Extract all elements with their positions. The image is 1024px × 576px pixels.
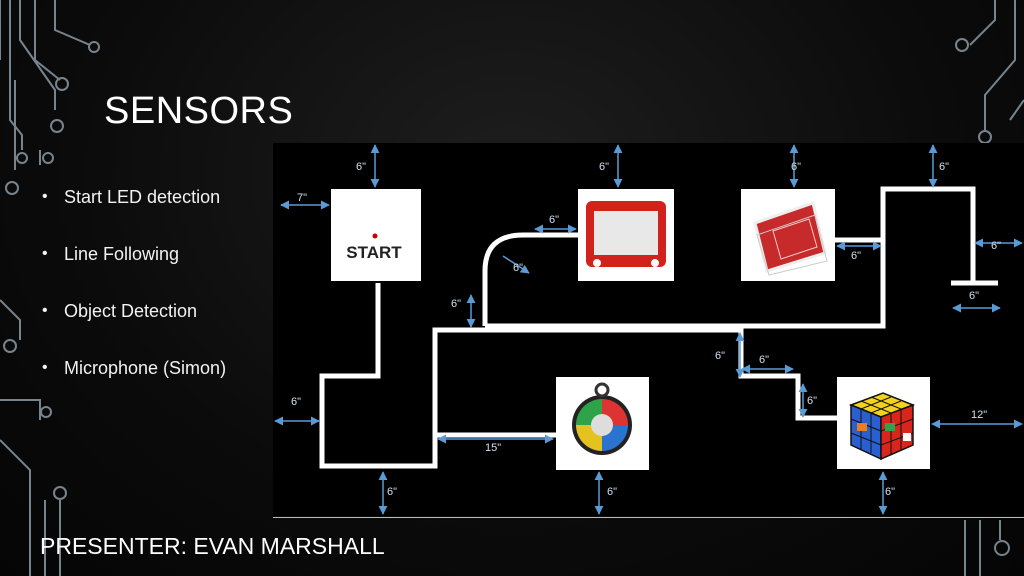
bullet-dot: • <box>42 188 48 205</box>
dimension-arrows <box>274 144 1023 515</box>
dim-label: 6" <box>356 161 366 173</box>
start-box: START <box>331 189 421 281</box>
bullet-dot: • <box>42 359 48 376</box>
bullet-dot: • <box>42 302 48 319</box>
course-map: START <box>273 143 1024 516</box>
bullet-list: • Start LED detection • Line Following • Ob… <box>42 186 226 414</box>
etch-a-sketch-station <box>578 189 674 281</box>
rubiks-cube-icon <box>848 392 916 461</box>
playing-cards-icon <box>753 201 828 276</box>
dim-label: 6" <box>969 290 979 302</box>
presenter-name: PRESENTER: EVAN MARSHALL <box>40 533 385 559</box>
dim-label: 7" <box>297 192 307 204</box>
curve-radius-arrow <box>502 255 530 274</box>
dim-label: 6" <box>851 250 861 262</box>
dim-label: 6" <box>387 486 397 498</box>
dim-label: 6" <box>807 395 817 407</box>
bullet-item: • Object Detection <box>42 300 226 357</box>
dim-label: 6" <box>991 240 1001 252</box>
dim-label: 6" <box>791 161 801 173</box>
dim-label: 6" <box>715 350 725 362</box>
dim-label: 15" <box>485 442 501 454</box>
dim-label: 12" <box>971 409 987 421</box>
dim-label: 6" <box>549 214 559 226</box>
bullet-item: • Microphone (Simon) <box>42 357 226 414</box>
dim-label: 6" <box>451 298 461 310</box>
dim-label: 6" <box>939 161 949 173</box>
etch-a-sketch-icon <box>586 201 666 267</box>
simon-game-icon <box>572 382 632 455</box>
bullet-item: • Start LED detection <box>42 186 226 243</box>
cards-station <box>741 189 835 281</box>
bullet-text: Start LED detection <box>64 187 221 207</box>
slide-title: SENSORS <box>104 90 294 132</box>
dim-label: 6" <box>599 161 609 173</box>
simon-station <box>556 377 649 470</box>
dim-label: 6" <box>513 262 523 274</box>
bullet-text: Microphone (Simon) <box>64 358 227 378</box>
start-led-icon <box>372 233 378 239</box>
dimension-labels: 6" 7" 6" 6" 6" 6" 6" 6" 6" 6" 6" 6" 6" 6… <box>291 161 1001 498</box>
dim-label: 6" <box>291 396 301 408</box>
footer-divider <box>273 517 1024 518</box>
dim-label: 6" <box>885 486 895 498</box>
bullet-item: • Line Following <box>42 243 226 300</box>
bullet-text: Line Following <box>64 244 180 264</box>
dim-label: 6" <box>759 354 769 366</box>
bullet-text: Object Detection <box>64 301 198 321</box>
dim-label: 6" <box>607 486 617 498</box>
bullet-dot: • <box>42 245 48 262</box>
cube-station <box>837 377 930 469</box>
start-label: START <box>346 243 402 262</box>
